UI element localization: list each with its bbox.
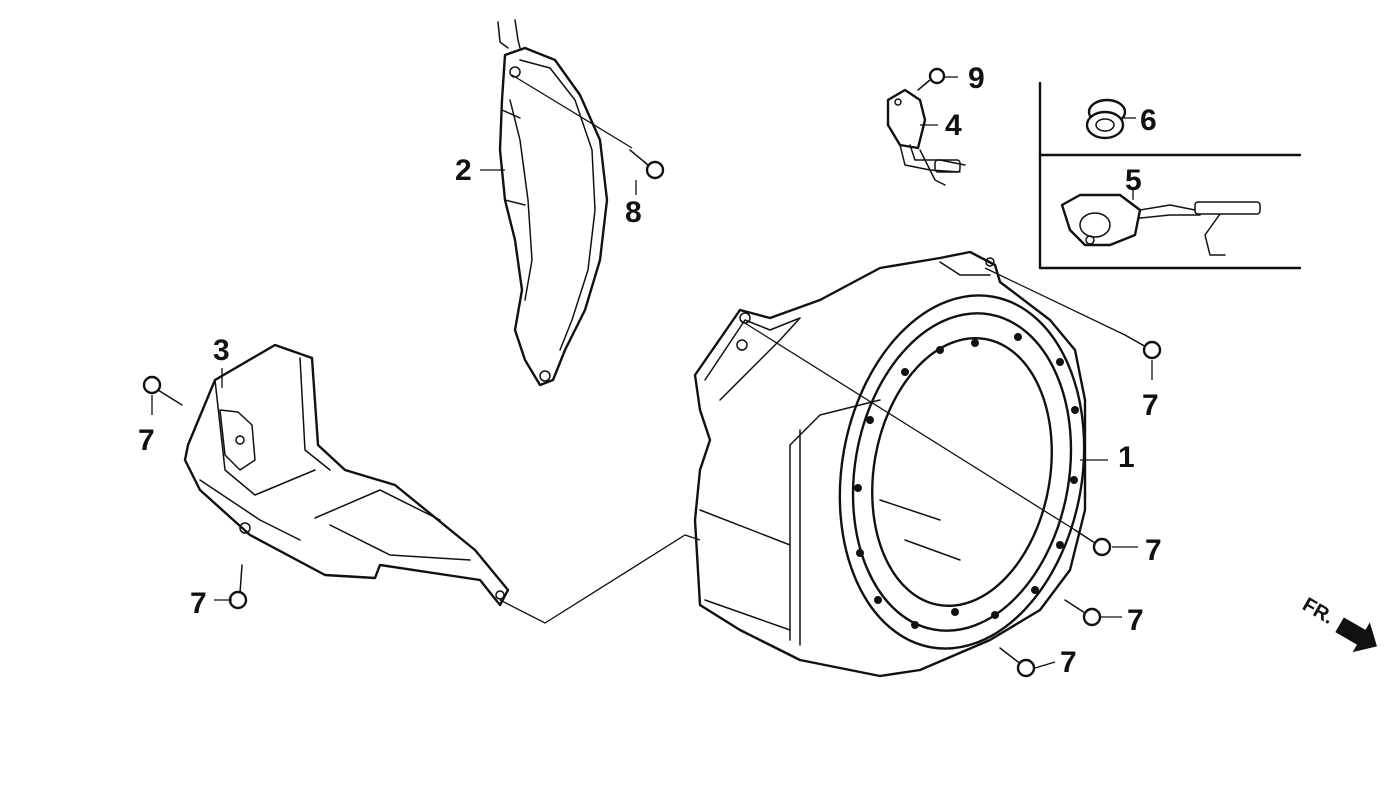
callout-7-right-2: 7 — [1127, 604, 1144, 637]
callouts: 1 2 3 4 5 6 7 7 7 7 7 7 8 9 — [138, 62, 1162, 679]
callout-2: 2 — [455, 154, 472, 187]
callout-7-bottom: 7 — [1060, 646, 1077, 679]
bolt-holes — [854, 333, 1079, 629]
direction-arrow-icon — [1335, 617, 1378, 653]
callout-1: 1 — [1118, 441, 1135, 474]
callout-7-lower-left: 7 — [190, 587, 207, 620]
callout-6: 6 — [1140, 104, 1157, 137]
callout-3: 3 — [213, 334, 230, 367]
fan-cover-shroud — [693, 250, 1087, 678]
callout-7-right-1: 7 — [1145, 534, 1162, 567]
callout-9: 9 — [968, 62, 985, 95]
callout-4: 4 — [945, 109, 962, 142]
flange-bolt — [142, 149, 1162, 678]
ignition-coil — [886, 88, 966, 186]
direction-label: FR. — [1299, 594, 1338, 629]
leader-lines — [151, 74, 1153, 669]
inset-box — [1038, 81, 1302, 270]
callout-7-top-right: 7 — [1142, 389, 1159, 422]
lower-air-guide — [183, 343, 510, 607]
side-cover-plate — [497, 19, 609, 387]
screw-9 — [917, 67, 946, 91]
callout-8: 8 — [625, 196, 642, 229]
callout-5: 5 — [1125, 164, 1142, 197]
rubber-grommet — [1085, 98, 1127, 140]
direction-indicator: FR. — [1299, 594, 1378, 653]
callout-7-left: 7 — [138, 424, 155, 457]
oil-alert-switch — [1060, 193, 1261, 256]
